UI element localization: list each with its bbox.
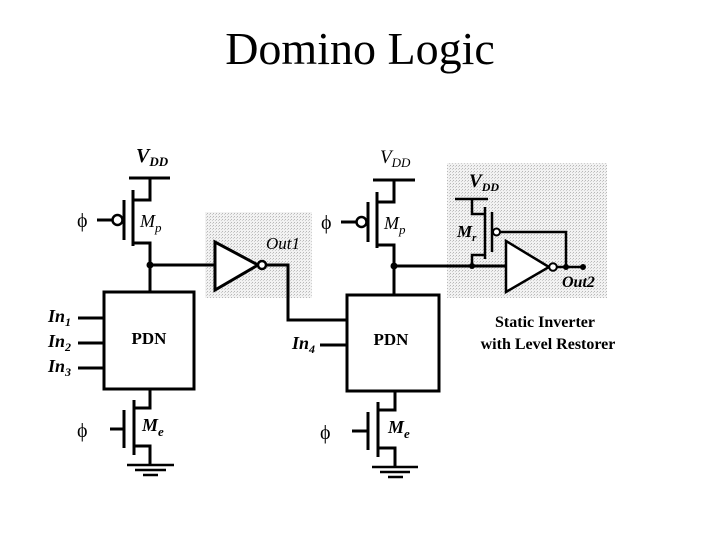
bubble-icon <box>548 262 558 272</box>
stage1-evaluate-nmos <box>110 389 152 465</box>
stage1-pdn-label: PDN <box>132 329 168 348</box>
stage2-evaluate-label: Me <box>387 417 410 441</box>
stage1-inverter <box>213 239 347 322</box>
ground-icon <box>127 463 174 477</box>
restorer-keeper-label: Mr <box>456 222 477 244</box>
level-restorer: VDD Mr <box>455 171 586 295</box>
stage1-evaluate-label: Me <box>141 415 164 439</box>
bubble-icon <box>492 227 501 237</box>
stage2-clock-label: ϕ <box>321 212 332 234</box>
bubble-icon <box>355 215 368 229</box>
bubble-icon <box>111 213 124 227</box>
stage1: VDD ϕ Mp PDN In1 In2 In3 <box>47 145 215 477</box>
stage1-vdd-label: VDD <box>136 145 169 169</box>
inverter-icon <box>504 238 552 295</box>
stage1-input-3: In3 <box>47 356 71 379</box>
stage1-clock-label: ϕ <box>77 210 88 232</box>
restorer-vdd-label: VDD <box>469 171 499 194</box>
stage2-input-4: In4 <box>291 333 315 356</box>
stage2-eval-clock-label: ϕ <box>320 422 331 444</box>
stage1-input-2: In2 <box>47 331 71 354</box>
ground-icon <box>372 465 418 479</box>
stage2-evaluate-nmos <box>352 391 397 467</box>
out2-label: Out2 <box>562 274 595 291</box>
stage1-precharge-label: Mp <box>139 211 162 235</box>
stage2-precharge-label: Mp <box>383 213 406 237</box>
stage1-precharge-pmos <box>97 178 152 264</box>
stage2-pdn-label: PDN <box>374 330 410 349</box>
slide-title: Domino Logic <box>225 23 495 74</box>
stage2-vdd-label: VDD <box>380 147 411 170</box>
bubble-icon <box>256 259 268 271</box>
out1-label: Out1 <box>266 234 300 253</box>
stage2-pdn-block <box>345 293 441 393</box>
restorer-caption-line1: Static Inverter <box>495 314 595 331</box>
restorer-caption-line2: with Level Restorer <box>481 336 616 353</box>
out2-node <box>580 264 586 270</box>
stage1-input-1: In1 <box>47 306 71 329</box>
inverter-icon <box>213 239 262 293</box>
stage1-eval-clock-label: ϕ <box>77 420 88 442</box>
stage2: VDD ϕ Mp PDN In4 ϕ Me <box>291 147 506 479</box>
stage2-precharge-pmos <box>341 180 396 267</box>
